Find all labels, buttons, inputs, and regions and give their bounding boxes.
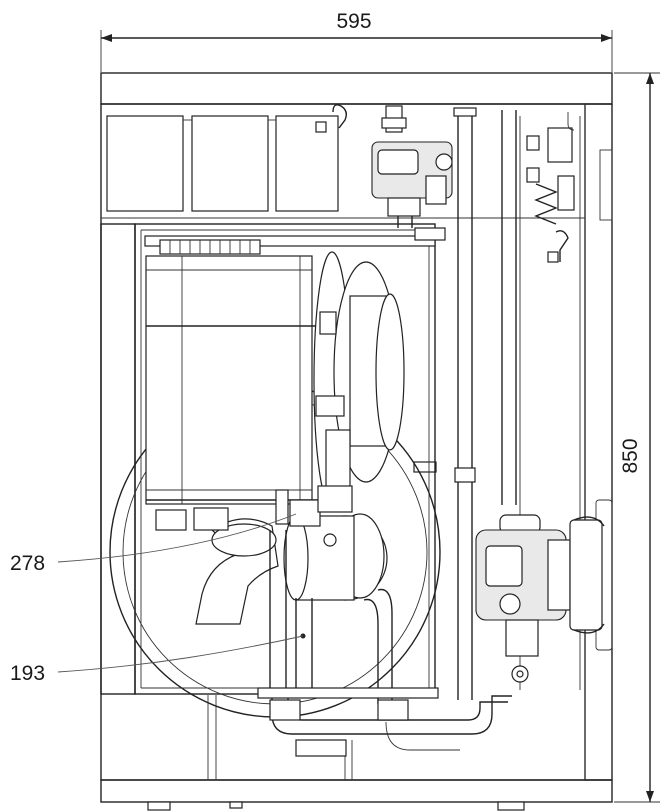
lower-manifold [155,485,393,704]
height-dimension-label: 850 [619,438,642,473]
gas-valve [371,105,453,228]
bottom-pipe-loop [257,687,512,757]
width-dimension-label: 595 [336,10,371,33]
fan-housing [109,386,441,718]
height-dimension: 850 [614,72,660,803]
callout-193: 193 [10,635,304,685]
heat-exchanger [145,239,405,509]
circulation-pump [475,514,605,683]
callout-193-label: 193 [10,662,45,685]
callout-278: 278 [10,513,297,575]
width-dimension: 595 [100,10,613,72]
burner-comb [159,239,261,255]
callout-278-label: 278 [10,552,45,575]
boiler-casing [100,72,613,811]
flue-elbow [195,518,279,625]
control-compartments [106,104,348,212]
